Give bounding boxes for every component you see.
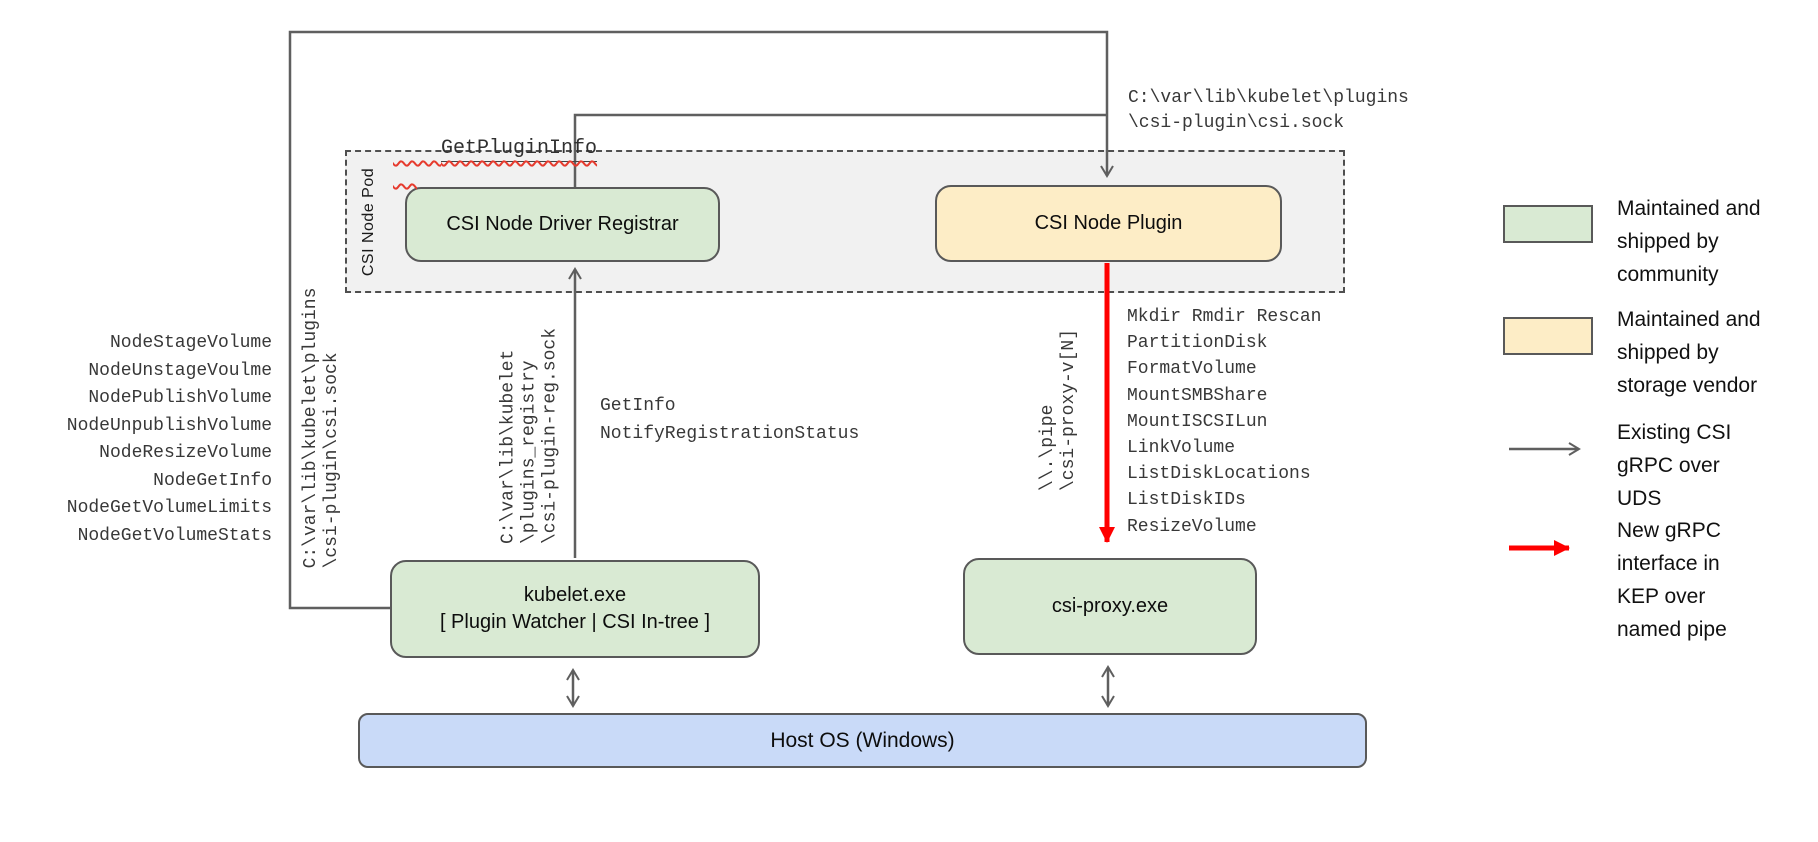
node-csi-proxy-exe: csi-proxy.exe [963, 558, 1257, 655]
annotation-proxy-rpc-list: Mkdir Rmdir Rescan PartitionDisk FormatV… [1127, 307, 1322, 537]
node-kubelet-exe: kubelet.exe [ Plugin Watcher | CSI In-tr… [390, 560, 760, 658]
legend-label-existing-grpc: Existing CSI gRPC over UDS [1617, 421, 1732, 510]
node-csi-node-driver-registrar: CSI Node Driver Registrar [405, 187, 720, 262]
legend-gray-arrow-icon [1509, 442, 1581, 456]
legend-label-new-grpc: New gRPC interface in KEP over named pip… [1617, 519, 1727, 641]
annotation-named-pipe-vertical: \\.\pipe \csi-proxy-v[N] [1038, 328, 1079, 492]
annotation-getplugininfo: GetPluginInfo [393, 114, 598, 183]
annotation-node-rpc-list: NodeStageVolume NodeUnstageVoulme NodePu… [66, 333, 272, 546]
legend-label-storage-vendor: Maintained and shipped by storage vendor [1617, 308, 1761, 397]
legend-label-community: Maintained and shipped by community [1617, 197, 1761, 286]
annotation-csi-sock-path-vertical: C:\var\lib\kubelet\plugins \csi-plugin\c… [301, 287, 342, 569]
annotation-registration-sock-path-vertical: C:\var\lib\kubelet \plugins_registry \cs… [498, 327, 561, 545]
node-host-os-windows: Host OS (Windows) [358, 713, 1367, 768]
annotation-getplugininfo-text: GetPluginInfo [441, 137, 598, 162]
legend-swatch-community [1503, 205, 1593, 243]
annotation-csi-sock-path-top: C:\var\lib\kubelet\plugins \csi-plugin\c… [1128, 88, 1409, 133]
csi-node-pod-label: CSI Node Pod [360, 167, 377, 277]
node-csi-node-plugin: CSI Node Plugin [935, 185, 1282, 262]
annotation-registration-calls: GetInfo NotifyRegistrationStatus [600, 396, 860, 444]
legend-red-arrow-icon [1509, 540, 1570, 556]
legend-swatch-storage-vendor [1503, 317, 1593, 355]
